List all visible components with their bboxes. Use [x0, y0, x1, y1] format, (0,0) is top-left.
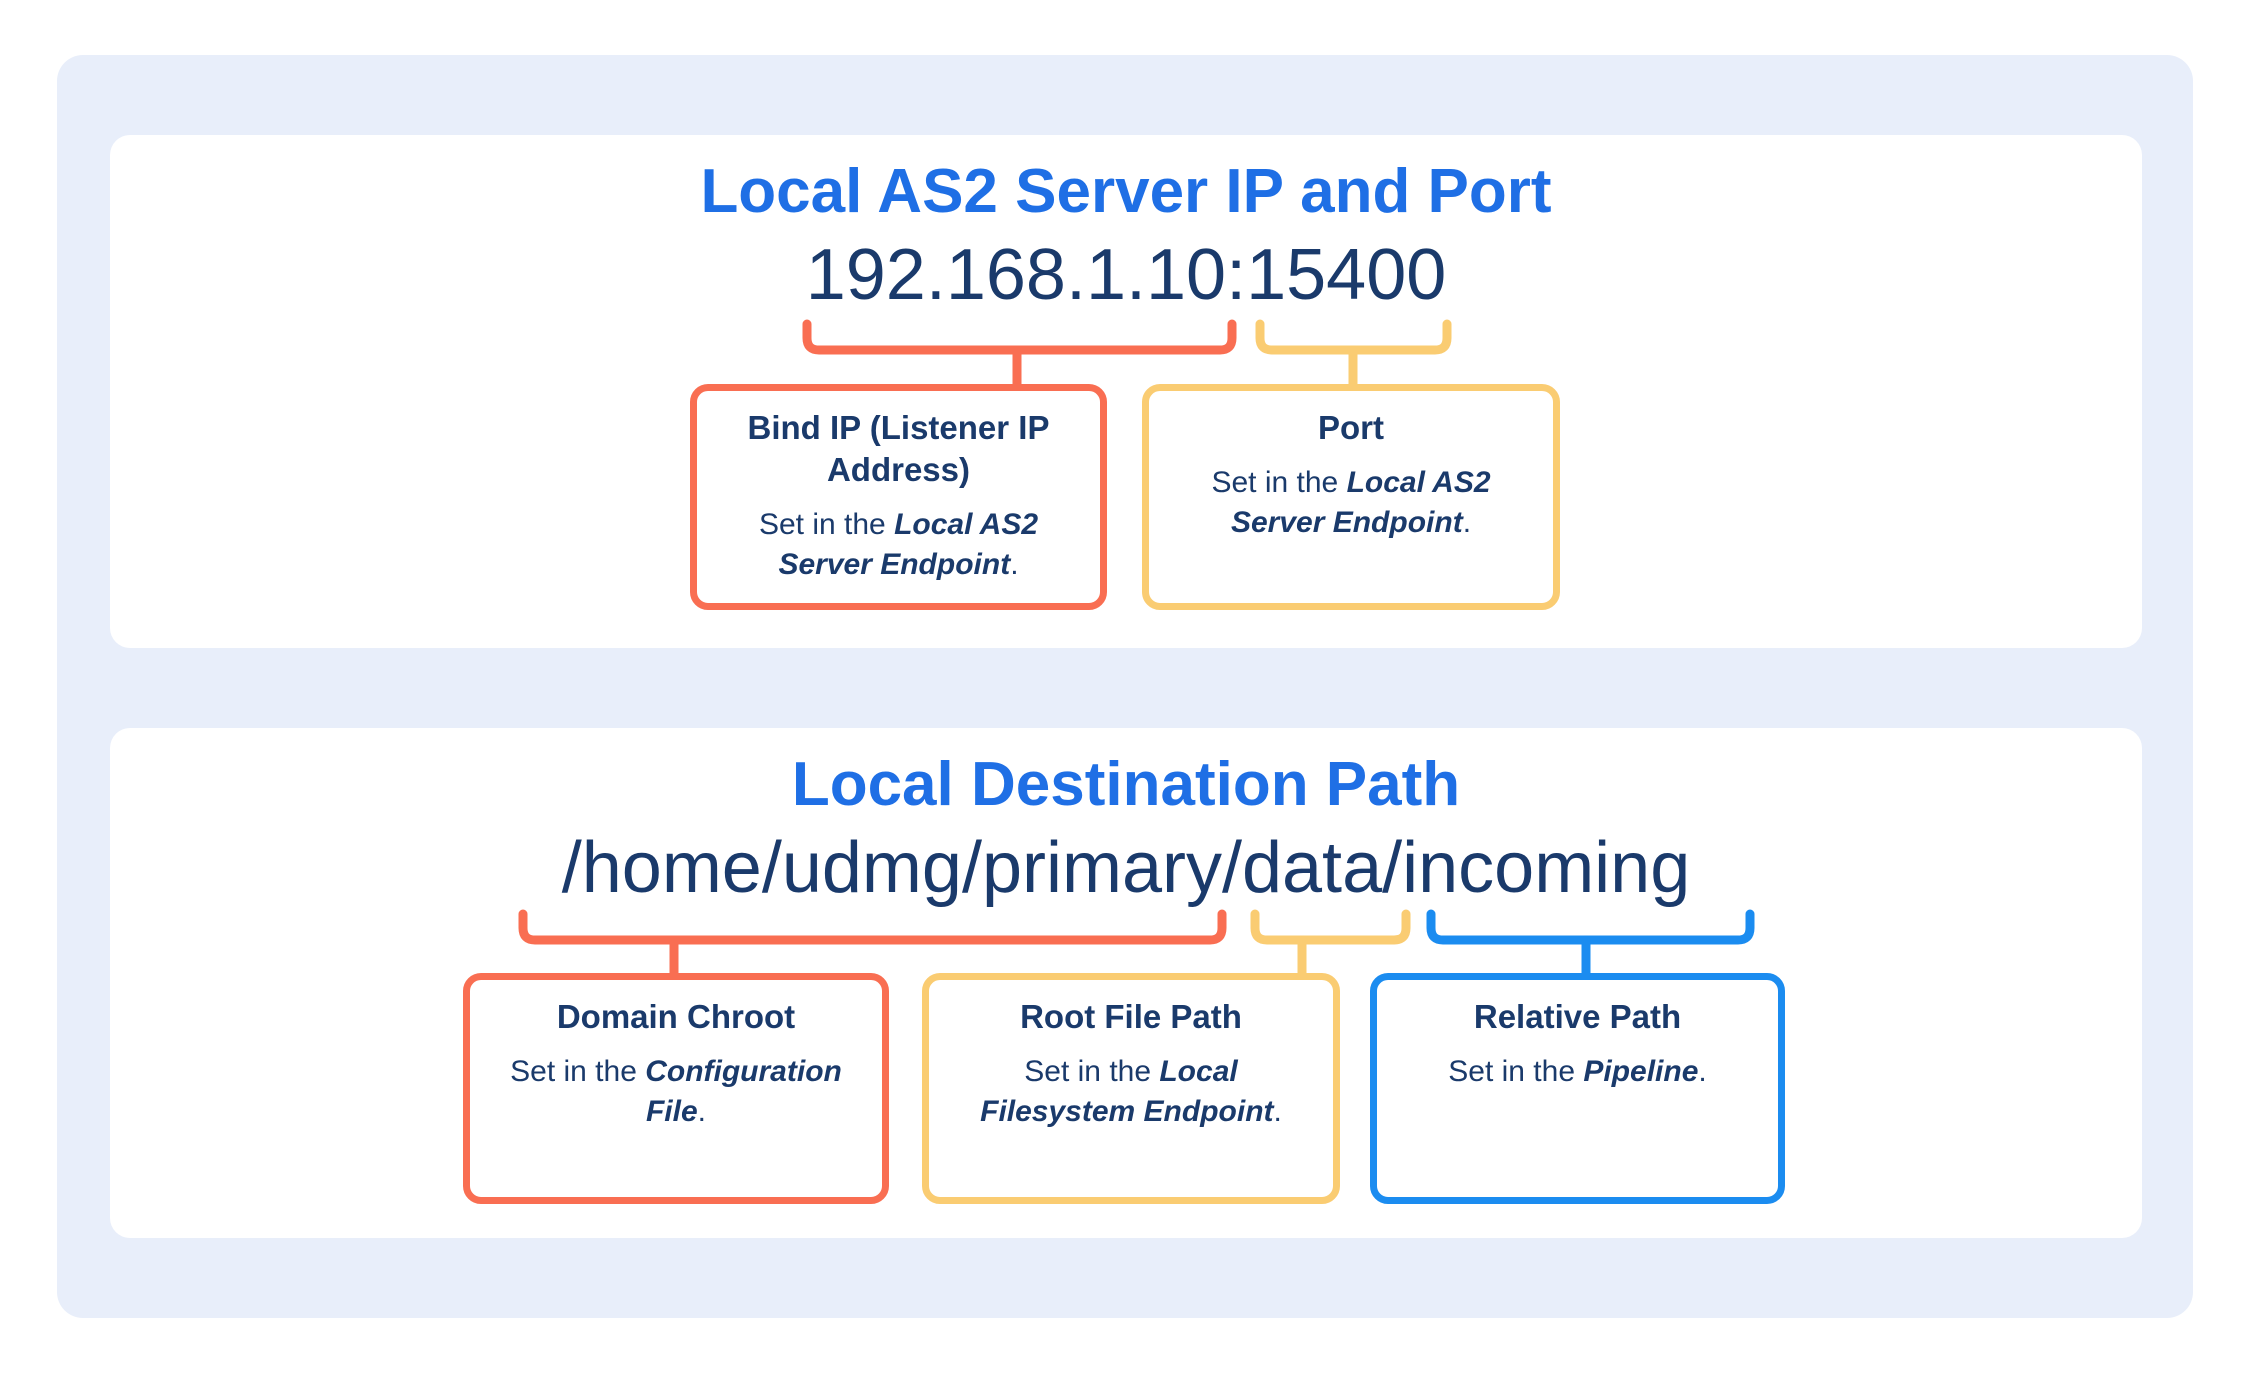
body-text: . [1698, 1055, 1707, 1088]
callout-relative-path-title: Relative Path [1473, 998, 1682, 1035]
body-emphasis: Pipeline [1583, 1055, 1699, 1088]
callout-port-title: Port [1318, 409, 1384, 446]
body-emphasis: Local AS2 Server Endpoint [1230, 466, 1491, 539]
callout-root-file-path-title: Root File Path [1020, 998, 1242, 1035]
callout-root-file-path-body: Set in the Local Filesystem Endpoint. [949, 1052, 1313, 1132]
body-text: Set in the [758, 508, 895, 541]
callout-bind-ip-body: Set in the Local AS2 Server Endpoint. [717, 505, 1080, 585]
bracket-bind-ip [802, 319, 1237, 392]
body-text: Set in the [1211, 466, 1347, 499]
body-text: Set in the [510, 1055, 646, 1088]
callout-port-body: Set in the Local AS2 Server Endpoint. [1169, 463, 1533, 543]
body-text: . [1010, 548, 1019, 581]
body-emphasis: Local Filesystem Endpoint [980, 1055, 1274, 1128]
panel-destination-path: Local Destination Path /home/udmg/primar… [110, 728, 2142, 1238]
callout-domain-chroot: Domain Chroot Set in the Configuration F… [463, 973, 889, 1204]
panel-destination-value: /home/udmg/primary/data/incoming [561, 828, 1691, 908]
callout-domain-chroot-body: Set in the Configuration File. [490, 1052, 862, 1132]
panel-as2-value: 192.168.1.10:15400 [805, 235, 1447, 315]
callout-bind-ip-title: Bind IP (Listener IP Address) [747, 409, 1050, 488]
callout-relative-path: Relative Path Set in the Pipeline. [1370, 973, 1785, 1204]
bracket-relative-path [1426, 909, 1755, 982]
body-text: Set in the [1448, 1055, 1584, 1088]
diagram-card: Local AS2 Server IP and Port 192.168.1.1… [57, 55, 2193, 1318]
callout-root-file-path: Root File Path Set in the Local Filesyst… [922, 973, 1340, 1204]
body-emphasis: Configuration File [645, 1055, 842, 1128]
callout-relative-path-body: Set in the Pipeline. [1397, 1052, 1758, 1092]
bracket-port [1255, 319, 1452, 392]
panel-as2-server: Local AS2 Server IP and Port 192.168.1.1… [110, 135, 2142, 648]
panel-destination-title: Local Destination Path [791, 750, 1461, 819]
bracket-domain-chroot [518, 909, 1227, 982]
callout-domain-chroot-title: Domain Chroot [556, 998, 796, 1035]
callout-bind-ip: Bind IP (Listener IP Address) Set in the… [690, 384, 1107, 610]
bracket-root-file-path [1250, 909, 1411, 982]
body-text: . [1462, 506, 1472, 539]
body-text: Set in the [1024, 1055, 1160, 1088]
body-emphasis: Local AS2 Server Endpoint [778, 508, 1039, 581]
panel-as2-title: Local AS2 Server IP and Port [700, 157, 1552, 226]
body-text: . [1273, 1095, 1282, 1128]
callout-port: Port Set in the Local AS2 Server Endpoin… [1142, 384, 1560, 610]
body-text: . [697, 1095, 707, 1128]
